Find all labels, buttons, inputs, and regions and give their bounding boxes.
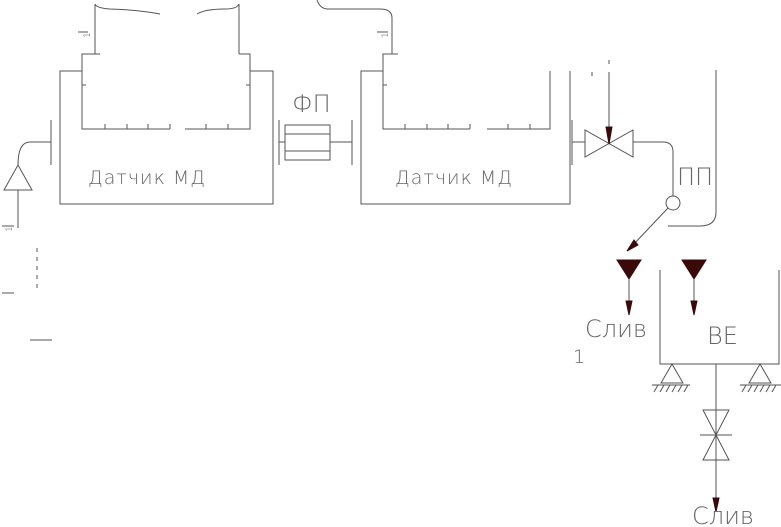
converter-node-icon [665, 195, 681, 211]
filter-label: ФП [292, 90, 331, 118]
tank-inlet-triangle-icon [681, 259, 707, 280]
tank-label: ВЕ [707, 322, 738, 350]
converter-label: ПП [677, 163, 713, 191]
pipe-one-inlet-label: 1 [5, 226, 15, 232]
sensor-left-label: Датчик МД [88, 167, 206, 189]
inlet-pipe [2, 120, 52, 341]
drain-left-label: Слив [585, 315, 647, 343]
marker-one: 1 [573, 346, 586, 368]
pipe-one-left-label: 1 [83, 32, 93, 38]
drain-arrows [616, 259, 707, 316]
tank-ve [652, 270, 781, 513]
filter-fp [278, 120, 353, 165]
sensor-right-label: Датчик МД [395, 167, 513, 189]
inlet-triangle-icon [3, 163, 33, 191]
sensor-tank-right [316, 0, 571, 205]
pipe-one-right-label: 1 [381, 32, 391, 38]
control-valve [571, 60, 717, 252]
drain-bottom-label: Слив [692, 502, 754, 527]
sensor-tank-left [59, 3, 274, 205]
drain-triangle-icon [616, 259, 642, 280]
